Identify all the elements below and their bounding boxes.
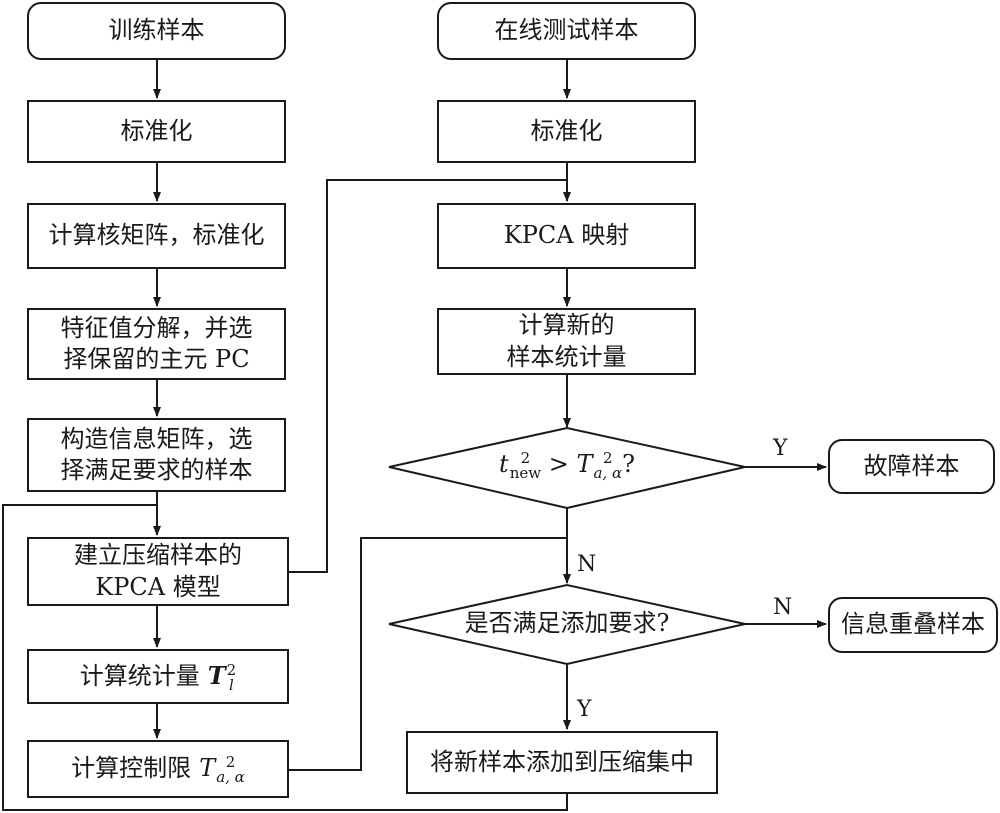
new-statistic-line2: 样本统计量 [506,342,627,371]
right-standardize-label: 标准化 [530,116,603,145]
control-limit-sup: 2 [225,752,236,771]
decision-t-sub: new [509,463,542,482]
eigen-decomposition-box: 特征值分解，并选 择保留的主元 PC [27,308,286,380]
control-limit-symbol: T [199,754,216,783]
kernel-matrix-box: 计算核矩阵，标准化 [27,203,286,269]
decision-question: ? [622,450,635,478]
line-model-to-kpca [289,179,567,573]
statistic-label: 计算统计量 [79,661,200,690]
edge-label-yes-fault: Y [773,436,788,461]
decision-T-sup: 2 [603,448,613,467]
training-samples-label: 训练样本 [108,16,205,45]
model-line2: KPCA 模型 [95,572,221,601]
info-matrix-box: 构造信息矩阵，选 择满足要求的样本 [27,418,286,492]
edge-label-no-check: N [577,552,597,577]
control-limit-sub: a, α [216,767,245,786]
kpca-model-box: 建立压缩样本的 KPCA 模型 [27,537,289,606]
decision-T-sub: a, α [593,463,623,482]
decision-add-text: 是否满足添加要求? [464,609,670,637]
line-limit-to-decision [289,537,567,771]
overlap-samples-box: 信息重叠样本 [828,597,998,653]
fault-samples-label: 故障样本 [863,451,960,480]
add-to-set-label: 将新样本添加到压缩集中 [430,747,694,776]
kernel-matrix-label: 计算核矩阵，标准化 [48,221,265,250]
info-line2: 择满足要求的样本 [60,456,253,484]
add-to-set-box: 将新样本添加到压缩集中 [406,731,718,794]
model-line1: 建立压缩样本的 [74,541,242,570]
online-samples-label: 在线测试样本 [494,16,639,45]
statistic-symbol: T [207,661,226,691]
statistic-sub: l [229,675,234,694]
left-standardize-label: 标准化 [120,116,193,145]
control-limit-label: 计算控制限 [71,754,192,783]
right-standardize-box: 标准化 [437,100,696,163]
left-standardize-box: 标准化 [27,100,286,163]
training-samples-box: 训练样本 [27,2,286,60]
new-statistic-line1: 计算新的 [518,311,615,340]
edge-label-no-overlap: N [773,595,793,620]
decision-t-sup: 2 [520,448,531,467]
decision-gt: > [541,450,577,478]
fault-samples-box: 故障样本 [828,439,995,494]
info-line1: 构造信息矩阵，选 [60,424,253,453]
eigen-line2: 择保留的主元 PC [63,345,250,373]
kpca-mapping-box: KPCA 映射 [437,203,696,269]
decision-t: t [499,450,509,478]
edge-label-yes-add: Y [577,697,592,722]
decision-T: T [576,450,593,478]
line-feedback-loop [2,504,568,811]
new-statistic-box: 计算新的 样本统计量 [437,308,696,375]
overlap-samples-label: 信息重叠样本 [841,610,985,639]
online-samples-box: 在线测试样本 [437,2,696,60]
statistic-sup: 2 [226,660,237,679]
eigen-line1: 特征值分解，并选 [60,313,253,342]
kpca-mapping-label: KPCA 映射 [503,221,630,250]
